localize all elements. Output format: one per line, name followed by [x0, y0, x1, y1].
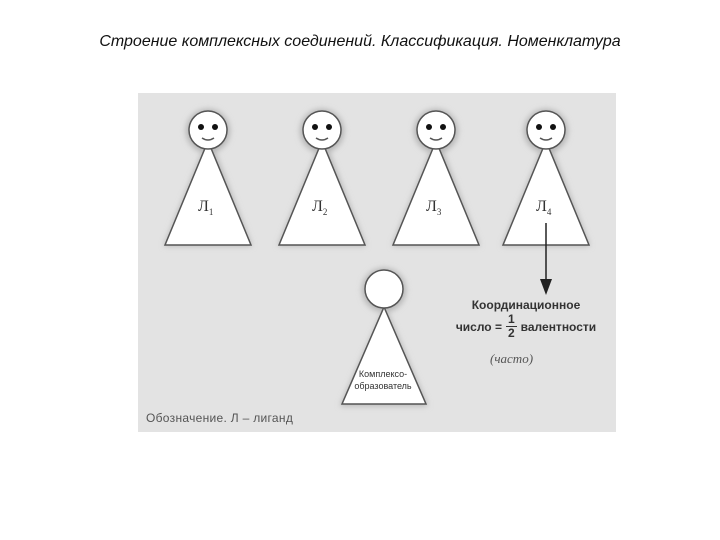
ligand-eye — [440, 124, 446, 130]
fraction: 1 2 — [505, 312, 517, 340]
complexing-agent-label: Комплексо- образователь — [343, 368, 423, 392]
coordination-number-formula: Координационное число = 1 2 валентности — [440, 297, 612, 340]
ligand-eye — [198, 124, 204, 130]
coordination-prefix: число = — [455, 319, 502, 334]
legend: Обозначение. Л – лиганд — [146, 411, 294, 425]
complexing-agent-figure — [340, 268, 428, 406]
ligand-eye — [426, 124, 432, 130]
ligand-eye — [326, 124, 332, 130]
ligand-figure-1 — [163, 109, 253, 246]
complexing-agent-label-line1: Комплексо- — [358, 369, 408, 379]
coordination-line2: число = 1 2 валентности — [440, 313, 612, 340]
arrow-icon — [540, 223, 552, 295]
diagram-drawing: Л1 Л2 Л3 Л4 — [163, 109, 591, 406]
fraction-denominator: 2 — [507, 326, 515, 340]
ligand-label-1: Л1 — [198, 198, 213, 217]
ligand-label-2: Л2 — [312, 198, 327, 217]
diagram-panel: Л1 Л2 Л3 Л4 Комплексо- образователь Коор… — [138, 93, 616, 432]
ligand-figure-2 — [277, 109, 367, 246]
ligand-label-4: Л4 — [536, 198, 552, 217]
ligand-eye — [312, 124, 318, 130]
ligand-label-3: Л3 — [426, 198, 442, 217]
coordination-line1: Координационное — [471, 298, 581, 312]
ligand-eye — [212, 124, 218, 130]
slide-title: Строение комплексных соединений. Классиф… — [99, 33, 621, 50]
coordination-note: (часто) — [490, 351, 534, 366]
fraction-numerator: 1 — [505, 312, 517, 327]
ligand-figure-3 — [391, 109, 481, 246]
ligand-figure-4 — [501, 109, 591, 246]
ligand-eye — [550, 124, 556, 130]
ligand-eye — [536, 124, 542, 130]
complexing-agent-label-line2: образователь — [354, 381, 412, 391]
coordination-suffix: валентности — [520, 319, 597, 334]
